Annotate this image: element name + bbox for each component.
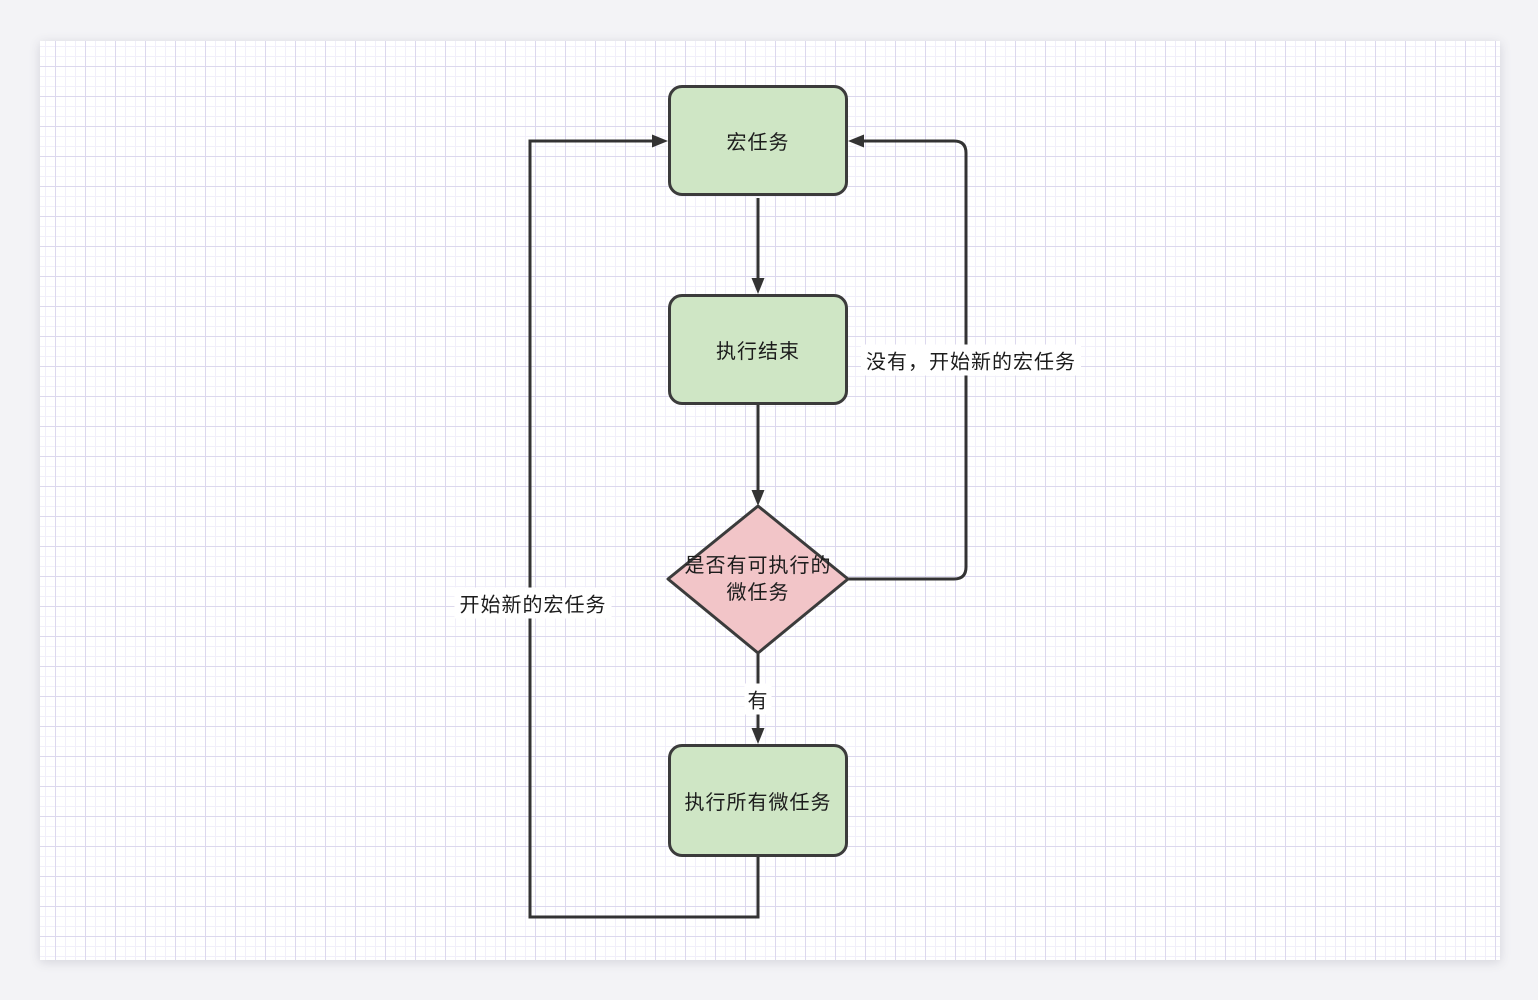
arrowhead-down-icon bbox=[751, 728, 765, 744]
node-run-all-microtasks: 执行所有微任务 bbox=[668, 744, 848, 857]
node-run-all-microtasks-label: 执行所有微任务 bbox=[684, 792, 832, 814]
node-has-microtasks-label: 是否有可执行的 微任务 bbox=[658, 553, 858, 607]
edge-label-no-new-macro: 没有，开始新的宏任务 bbox=[861, 344, 1081, 376]
edge-run-to-macro bbox=[528, 139, 760, 919]
edge-label-yes: 有 bbox=[744, 683, 772, 715]
decision-label-line2: 微任务 bbox=[726, 582, 790, 604]
arrowhead-right-icon bbox=[652, 134, 668, 148]
node-execution-end-label: 执行结束 bbox=[716, 341, 800, 363]
arrowhead-down-icon bbox=[751, 278, 765, 294]
arrowhead-left-icon bbox=[848, 134, 864, 148]
node-macro-task: 宏任务 bbox=[668, 85, 848, 196]
node-execution-end: 执行结束 bbox=[668, 294, 848, 405]
diagram-canvas: 宏任务 执行结束 执行所有微任务 是否有可执行的 微任务 没有，开始新的宏任务 … bbox=[40, 41, 1500, 960]
edge-label-start-new-macro: 开始新的宏任务 bbox=[454, 587, 612, 619]
decision-label-line1: 是否有可执行的 bbox=[684, 555, 832, 577]
arrowhead-down-icon bbox=[751, 490, 765, 506]
node-macro-task-label: 宏任务 bbox=[726, 132, 790, 154]
decision-node-shape bbox=[666, 504, 850, 655]
